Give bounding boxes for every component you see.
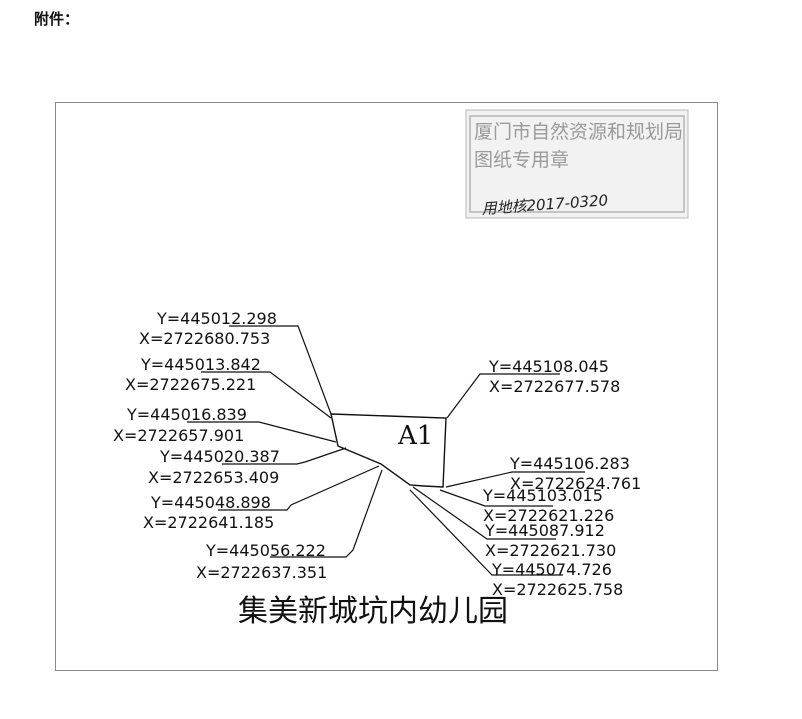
leader-line-5 — [218, 465, 380, 511]
plot-title: 集美新城坑内幼儿园 — [238, 594, 508, 629]
stamp-character: 用 — [531, 149, 550, 171]
leader-line-3 — [187, 421, 337, 443]
coord-10-x: X=2722621.730 — [485, 541, 616, 560]
leader-line-10 — [412, 486, 556, 540]
coord-5-y: Y=445048.898 — [150, 493, 271, 512]
coord-6-y: Y=445056.222 — [205, 541, 326, 560]
coord-7-x: X=2722677.578 — [489, 377, 620, 396]
coord-6-x: X=2722637.351 — [196, 563, 327, 582]
coord-3-y: Y=445016.839 — [126, 405, 247, 424]
stamp-character: 图 — [474, 149, 493, 171]
leader-line-11 — [409, 489, 563, 576]
leader-line-8 — [445, 471, 585, 488]
leader-line-6 — [270, 469, 383, 558]
attachment-label: 附件： — [34, 10, 80, 28]
leader-line-7 — [446, 373, 560, 419]
stamp-character: 市 — [512, 121, 531, 143]
coordinate-labels: Y=445012.298 X=2722680.753 Y=445013.842 … — [113, 309, 641, 599]
coord-7-y: Y=445108.045 — [488, 357, 609, 376]
stamp-character: 资 — [569, 121, 588, 143]
coord-9-y: Y=445103.015 — [482, 486, 603, 505]
coord-11-y: Y=445074.726 — [491, 560, 612, 579]
stamp-character: 划 — [645, 121, 664, 143]
leader-line-4 — [222, 447, 347, 465]
coord-4-x: X=2722653.409 — [148, 468, 279, 487]
stamp-character: 源 — [588, 121, 607, 143]
stamp-character: 自 — [531, 121, 550, 143]
stamp-box — [465, 109, 689, 219]
coord-2-y: Y=445013.842 — [140, 355, 261, 374]
stamp-character: 厦 — [474, 121, 493, 143]
coord-2-x: X=2722675.221 — [125, 375, 256, 394]
leader-line-9 — [439, 489, 553, 507]
coord-9-x: X=2722621.226 — [483, 506, 614, 525]
site-plan-frame — [55, 102, 718, 671]
coord-10-y: Y=445087.912 — [484, 521, 605, 540]
stamp-character: 专 — [512, 149, 531, 171]
stamp-character: 然 — [550, 121, 569, 143]
coord-1-x: X=2722680.753 — [139, 329, 270, 348]
coord-1-y: Y=445012.298 — [156, 309, 277, 328]
stamp-character: 门 — [493, 121, 512, 143]
leader-lines — [187, 325, 585, 576]
coord-8-x: X=2722624.761 — [510, 474, 641, 493]
stamp-character: 规 — [626, 121, 645, 143]
stamp-character: 章 — [550, 149, 569, 171]
approval-stamp: 厦门市自然资源和规划局图纸专用章 用地核2017-0320 — [465, 109, 689, 219]
stamp-character: 局 — [664, 121, 683, 143]
coord-8-y: Y=445106.283 — [509, 454, 630, 473]
coord-5-x: X=2722641.185 — [143, 513, 274, 532]
parcel-outline — [330, 413, 447, 488]
leader-line-1 — [229, 325, 332, 415]
stamp-character: 纸 — [493, 149, 512, 171]
coord-11-x: X=2722625.758 — [492, 580, 623, 599]
coord-3-x: X=2722657.901 — [113, 426, 244, 445]
coord-4-y: Y=445020.387 — [159, 447, 280, 466]
parcel-label: A1 — [397, 421, 433, 451]
stamp-character: 和 — [607, 121, 626, 143]
leader-line-2 — [201, 371, 332, 419]
stamp-border — [469, 115, 685, 213]
